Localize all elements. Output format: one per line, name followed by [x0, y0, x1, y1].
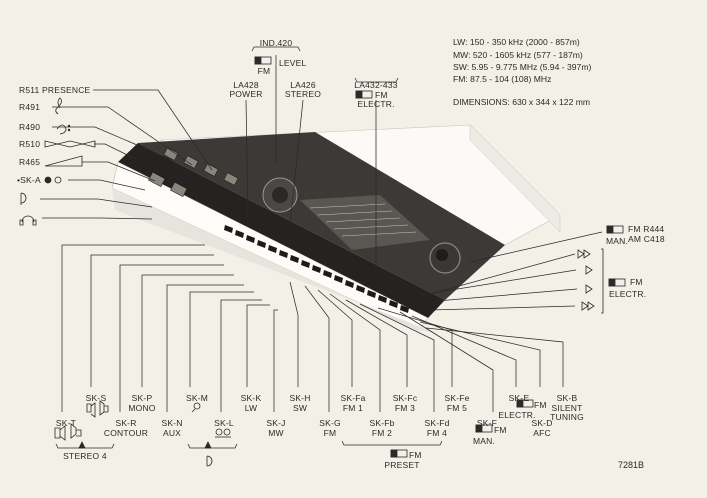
- cassette-bracket: [187, 443, 238, 449]
- radio-device: ⁝: [111, 124, 561, 334]
- presence-icon: [44, 140, 96, 148]
- label-fm3: FM 3: [394, 403, 416, 413]
- label-skfa: SK-Fa: [340, 393, 366, 403]
- label-stereo4: STEREO 4: [63, 451, 107, 461]
- label-skr: SK-R: [115, 418, 137, 428]
- rewind-icon: [577, 249, 591, 259]
- label-sks: SK-S: [85, 393, 107, 403]
- label-man-right: MAN.: [606, 236, 629, 246]
- forward-icon: [581, 301, 595, 311]
- spec-fm: FM: 87.5 - 104 (108) MHz: [453, 74, 552, 84]
- label-la432-electr: ELECTR.: [357, 99, 395, 109]
- label-stereo: STEREO: [284, 89, 322, 99]
- label-skh: SK-H: [289, 393, 311, 403]
- label-r465: R465: [19, 157, 41, 167]
- symbols: [19, 56, 626, 467]
- cassette-icon: [20, 192, 27, 205]
- volume-icon: [44, 155, 83, 167]
- label-skfd: SK-Fd: [424, 418, 450, 428]
- label-la432: LA432-433: [354, 80, 398, 90]
- right-arrow-icon: [585, 284, 593, 294]
- label-skt: SK-T: [55, 418, 77, 428]
- spec-lw: LW: 150 - 350 kHz (2000 - 857m): [453, 37, 580, 47]
- treble-clef-icon: [55, 97, 62, 115]
- speaker-icon: [54, 425, 66, 441]
- label-r491: R491: [19, 102, 41, 112]
- microphone-icon: [193, 402, 201, 410]
- label-la426: LA426: [290, 80, 316, 90]
- label-am-c418: AM C418: [628, 234, 665, 244]
- label-r511: R511 PRESENCE: [19, 85, 91, 95]
- label-ind420: IND.420: [259, 38, 293, 48]
- label-aux: AUX: [162, 428, 182, 438]
- label-ske-fm: FM: [534, 400, 547, 410]
- label-power: POWER: [229, 89, 263, 99]
- label-lw: LW: [244, 403, 258, 413]
- label-mono: MONO: [128, 403, 156, 413]
- label-skl: SK-L: [214, 418, 234, 428]
- preset-bracket: [341, 440, 443, 446]
- label-skb: SK-B: [556, 393, 578, 403]
- figure-reference: 7281B: [618, 460, 645, 470]
- record-icon: [44, 176, 52, 184]
- label-skf-fm: FM: [494, 425, 507, 435]
- leader-lines: [40, 46, 603, 412]
- label-fm2: FM 2: [371, 428, 393, 438]
- label-la432-fm: FM: [375, 90, 388, 100]
- label-r490: R490: [19, 122, 41, 132]
- label-sw: SW: [292, 403, 308, 413]
- label-skp: SK-P: [131, 393, 153, 403]
- svg-text:⁝: ⁝: [469, 222, 471, 228]
- label-skfc: SK-Fc: [392, 393, 418, 403]
- label-skj: SK-J: [266, 418, 286, 428]
- label-skn: SK-N: [161, 418, 183, 428]
- bass-clef-icon: [56, 124, 67, 135]
- label-skk: SK-K: [240, 393, 262, 403]
- label-fm-r444: FM R444: [628, 224, 665, 234]
- label-fm5: FM 5: [446, 403, 468, 413]
- label-electr-right: ELECTR.: [609, 289, 647, 299]
- right-bracket: [601, 248, 604, 314]
- label-skf: SK-F: [476, 418, 498, 428]
- label-preset-fm: FM: [409, 450, 422, 460]
- tape-reel-icon: [223, 428, 231, 436]
- spec-sw: SW: 5.95 - 9.775 MHz (5.94 - 397m): [453, 62, 592, 72]
- left-arrow-icon: [585, 265, 593, 275]
- tape-icon: [54, 176, 62, 184]
- headphones-icon: [19, 215, 37, 226]
- label-skfe: SK-Fe: [444, 393, 470, 403]
- label-skg: SK-G: [319, 418, 341, 428]
- label-ska: •SK-A: [17, 175, 41, 185]
- label-afc: AFC: [533, 428, 551, 438]
- label-silent: SILENT: [551, 403, 583, 413]
- label-fm1: FM 1: [342, 403, 364, 413]
- label-fm-right: FM: [630, 277, 643, 287]
- spec-dimensions: DIMENSIONS: 630 x 344 x 122 mm: [453, 97, 591, 107]
- label-fm-g: FM: [323, 428, 337, 438]
- label-skf-man: MAN.: [472, 436, 496, 446]
- label-level: LEVEL: [279, 58, 307, 68]
- label-skm: SK-M: [185, 393, 209, 403]
- label-ske: SK-E: [508, 393, 530, 403]
- label-ske-electr: ELECTR.: [498, 410, 536, 420]
- label-tuning: TUNING: [550, 412, 584, 422]
- label-ind420-fm: FM: [257, 66, 271, 76]
- label-mw: MW: [268, 428, 284, 438]
- label-preset: PRESET: [384, 460, 420, 470]
- label-r510: R510: [19, 139, 41, 149]
- label-la428: LA428: [233, 80, 259, 90]
- label-skd: SK-D: [531, 418, 553, 428]
- speaker-s-icon: [86, 402, 96, 418]
- label-contour: CONTOUR: [103, 428, 149, 438]
- label-fm4: FM 4: [426, 428, 448, 438]
- spec-mw: MW: 520 - 1605 kHz (577 - 187m): [453, 50, 583, 60]
- label-skfb: SK-Fb: [369, 418, 395, 428]
- cassette-bottom-icon: [206, 455, 213, 467]
